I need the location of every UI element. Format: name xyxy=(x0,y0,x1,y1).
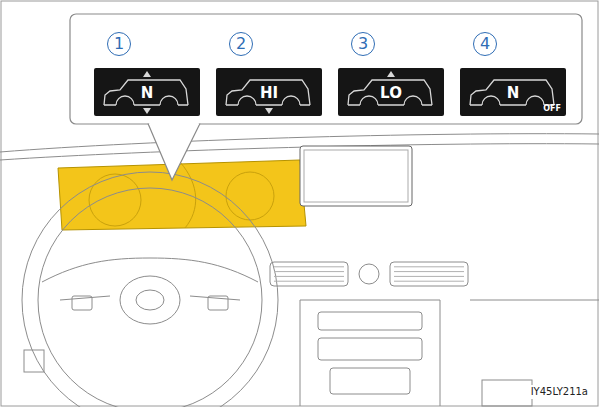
indicator-icon: HI xyxy=(216,68,322,116)
mode-text: N xyxy=(141,86,154,101)
wheel-arch xyxy=(160,96,178,105)
wheel-arch xyxy=(282,96,300,105)
emblem xyxy=(136,290,164,310)
wheel-hub xyxy=(120,276,180,324)
steering-wheel-rim-inner xyxy=(38,188,262,407)
mode-text: LO xyxy=(380,86,402,101)
vehicle-body xyxy=(104,80,188,105)
shift-arrow xyxy=(387,71,395,77)
vent-slat xyxy=(274,281,344,282)
shift-arrow xyxy=(143,71,151,77)
wheel-arch xyxy=(116,96,134,105)
callout xyxy=(70,14,582,180)
vent-slat xyxy=(274,266,344,267)
vent-slat xyxy=(274,276,344,277)
status-text: OFF xyxy=(543,105,561,113)
dash-line xyxy=(470,300,599,301)
callout-pointer xyxy=(148,124,200,181)
control-panel xyxy=(330,368,410,394)
clock xyxy=(359,264,379,284)
callout-pointer-join xyxy=(150,121,199,125)
wheel-button xyxy=(72,296,92,310)
vehicle-body xyxy=(226,80,310,105)
gauge xyxy=(89,174,141,226)
center-console xyxy=(300,300,440,406)
vent-slat xyxy=(394,271,464,272)
indicator-icon: N OFF xyxy=(460,68,566,116)
callout-box xyxy=(70,14,582,124)
shift-arrow xyxy=(143,108,151,114)
air-vent xyxy=(270,262,348,286)
wheel-arch xyxy=(526,96,544,105)
callout-number: 4 xyxy=(473,32,497,56)
gauge xyxy=(226,172,274,220)
vehicle-body xyxy=(470,80,554,105)
figure-code: IY45LY211a xyxy=(528,385,591,399)
wheel-arch xyxy=(482,96,500,105)
wheel-button xyxy=(208,296,228,310)
control-panel xyxy=(318,312,422,330)
shift-arrow xyxy=(265,108,273,114)
callout-number: 1 xyxy=(107,32,131,56)
wheel-arch xyxy=(360,96,378,105)
center-screen xyxy=(300,146,412,206)
callout-number: 2 xyxy=(229,32,253,56)
control-panel xyxy=(318,338,422,360)
indicator-icon: N xyxy=(94,68,200,116)
callout-number: 3 xyxy=(351,32,375,56)
indicator-icon: LO xyxy=(338,68,444,116)
vent-slats xyxy=(274,267,464,281)
vent-slat xyxy=(394,281,464,282)
screen-inner xyxy=(304,150,408,202)
vehicle-body xyxy=(348,80,432,105)
mode-text: N xyxy=(507,86,520,101)
vent-slat xyxy=(394,266,464,267)
steering-wheel-rim xyxy=(22,172,278,407)
vent-slat xyxy=(394,276,464,277)
wheel-arch xyxy=(404,96,422,105)
vent-slat xyxy=(274,271,344,272)
wheel-arch xyxy=(238,96,256,105)
air-vent xyxy=(390,262,468,286)
mode-text: HI xyxy=(260,86,278,101)
switch-panel xyxy=(24,350,44,372)
instrument-cluster-highlight xyxy=(58,160,306,230)
glovebox-latch xyxy=(482,380,532,406)
